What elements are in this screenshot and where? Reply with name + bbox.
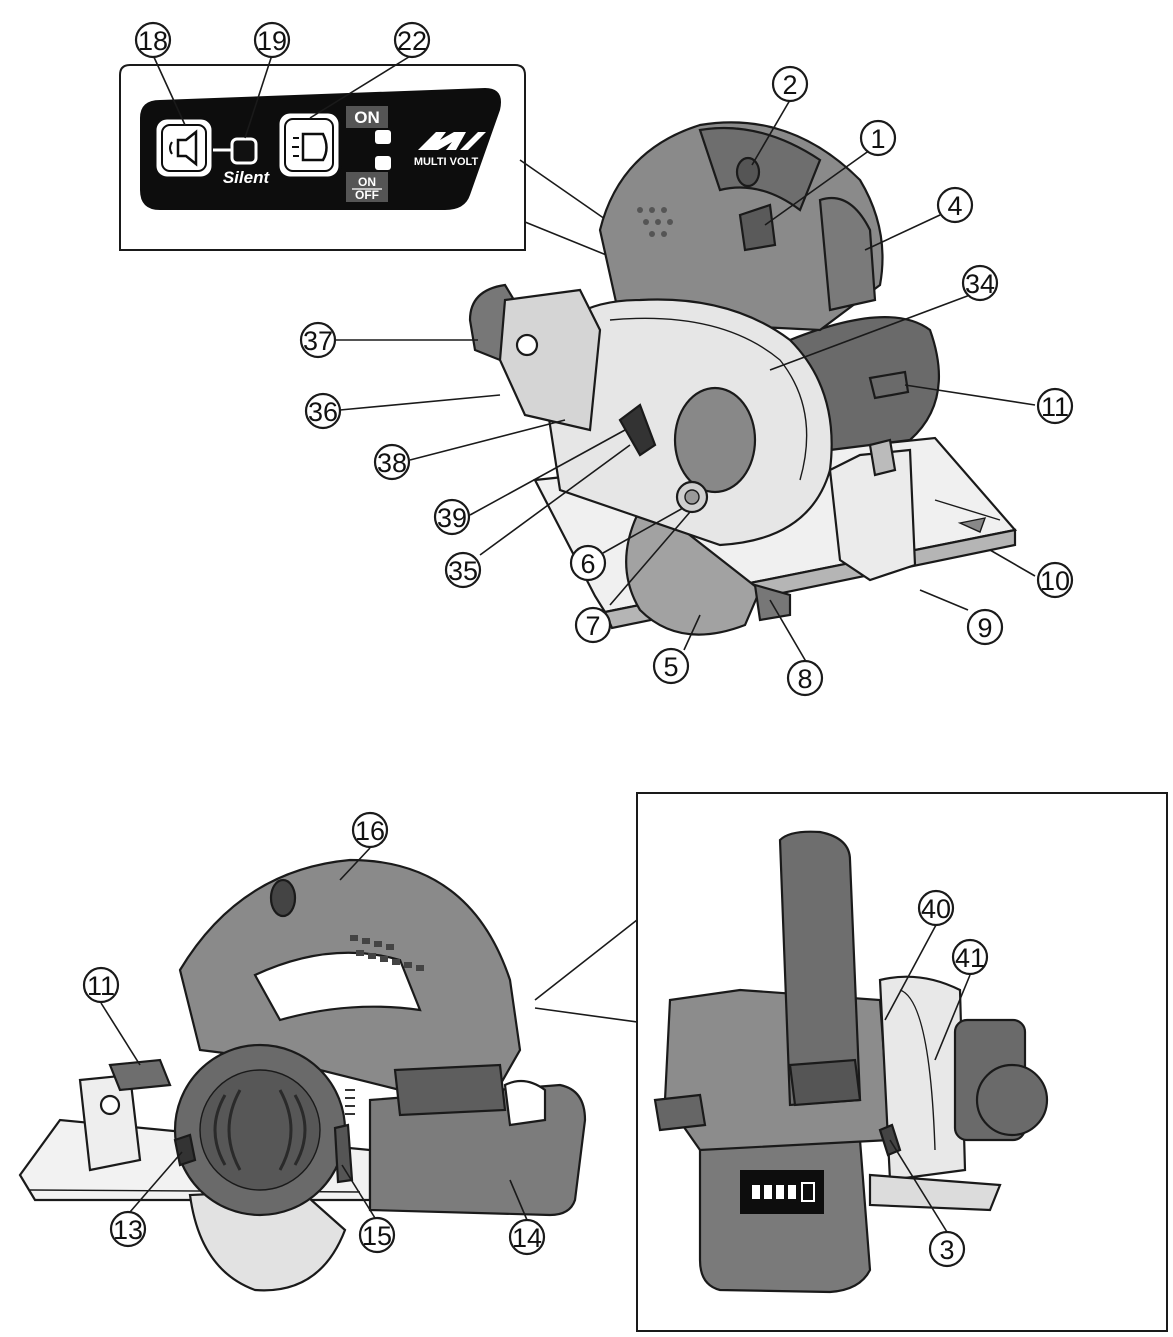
- callout-13: 13: [109, 1210, 147, 1248]
- callout-4: 4: [936, 186, 974, 224]
- callout-16: 16: [351, 811, 389, 849]
- on-off-label-bottom: OFF: [355, 188, 379, 202]
- svg-text:7: 7: [585, 611, 600, 641]
- callout-11-top: 11: [1036, 387, 1074, 425]
- callout-18: 18: [134, 21, 172, 59]
- light-icon: [292, 132, 328, 162]
- on-indicator-lamp: [375, 130, 391, 144]
- callout-22: 22: [393, 21, 431, 59]
- svg-text:14: 14: [512, 1223, 542, 1253]
- svg-text:15: 15: [362, 1221, 392, 1251]
- svg-text:22: 22: [397, 26, 427, 56]
- svg-text:2: 2: [782, 70, 797, 100]
- callout-15: 15: [358, 1216, 396, 1254]
- callout-3: 3: [928, 1230, 966, 1268]
- svg-text:39: 39: [437, 503, 467, 533]
- silent-label: Silent: [223, 168, 271, 187]
- callout-39: 39: [433, 498, 471, 536]
- callout-5: 5: [652, 647, 690, 685]
- svg-text:13: 13: [113, 1215, 143, 1245]
- svg-text:35: 35: [448, 556, 478, 586]
- on-off-indicator-lamp: [375, 156, 391, 170]
- callout-8: 8: [786, 659, 824, 697]
- svg-text:36: 36: [308, 397, 338, 427]
- callout-41: 41: [951, 938, 989, 976]
- svg-text:4: 4: [947, 191, 962, 221]
- speaker-icon: [169, 129, 198, 167]
- callout-6: 6: [569, 544, 607, 582]
- leader-lines: [100, 54, 1036, 1233]
- svg-text:18: 18: [138, 26, 168, 56]
- buzzer-button[interactable]: [153, 116, 215, 180]
- svg-text:19: 19: [257, 26, 287, 56]
- svg-text:41: 41: [955, 943, 985, 973]
- svg-text:37: 37: [303, 326, 333, 356]
- rear-view-inset: [534, 792, 1168, 1332]
- callout-1: 1: [859, 119, 897, 157]
- svg-text:11: 11: [87, 971, 115, 1001]
- callout-34: 34: [961, 264, 999, 302]
- silent-indicator-lamp: [230, 137, 258, 165]
- callout-37: 37: [299, 321, 337, 359]
- svg-text:8: 8: [797, 664, 812, 694]
- svg-text:9: 9: [977, 613, 992, 643]
- callout-2: 2: [771, 65, 809, 103]
- handle-grip: [698, 126, 822, 212]
- callouts: 18 19 22 2 1 4 34 37 36 38 39 35 6 7 5 8…: [82, 21, 1074, 1268]
- svg-text:1: 1: [870, 124, 885, 154]
- callout-38: 38: [373, 443, 411, 481]
- callout-14: 14: [508, 1218, 546, 1256]
- svg-text:5: 5: [663, 652, 678, 682]
- on-label: ON: [354, 108, 380, 127]
- callout-9: 9: [966, 608, 1004, 646]
- callout-11-side: 11: [82, 966, 120, 1004]
- on-off-label-top: ON: [358, 175, 376, 189]
- svg-text:3: 3: [939, 1235, 954, 1265]
- callout-36: 36: [304, 392, 342, 430]
- brand-label: MULTI VOLT: [414, 156, 479, 168]
- saw-side-view: [18, 858, 587, 1292]
- callout-40: 40: [917, 889, 955, 927]
- svg-text:11: 11: [1041, 392, 1069, 422]
- svg-text:34: 34: [965, 269, 995, 299]
- svg-text:16: 16: [355, 816, 385, 846]
- svg-text:40: 40: [921, 894, 951, 924]
- saw-front-view: [468, 121, 1018, 636]
- light-button[interactable]: [276, 110, 342, 180]
- svg-text:6: 6: [580, 549, 595, 579]
- svg-text:10: 10: [1040, 566, 1070, 596]
- svg-text:38: 38: [377, 448, 407, 478]
- callout-7: 7: [574, 606, 612, 644]
- callout-10: 10: [1036, 561, 1074, 599]
- callout-35: 35: [444, 551, 482, 589]
- multivolt-logo-icon: [418, 132, 486, 150]
- control-panel-inset: Silent ON ON OFF MULTI VOLT: [119, 64, 701, 294]
- callout-19: 19: [253, 21, 291, 59]
